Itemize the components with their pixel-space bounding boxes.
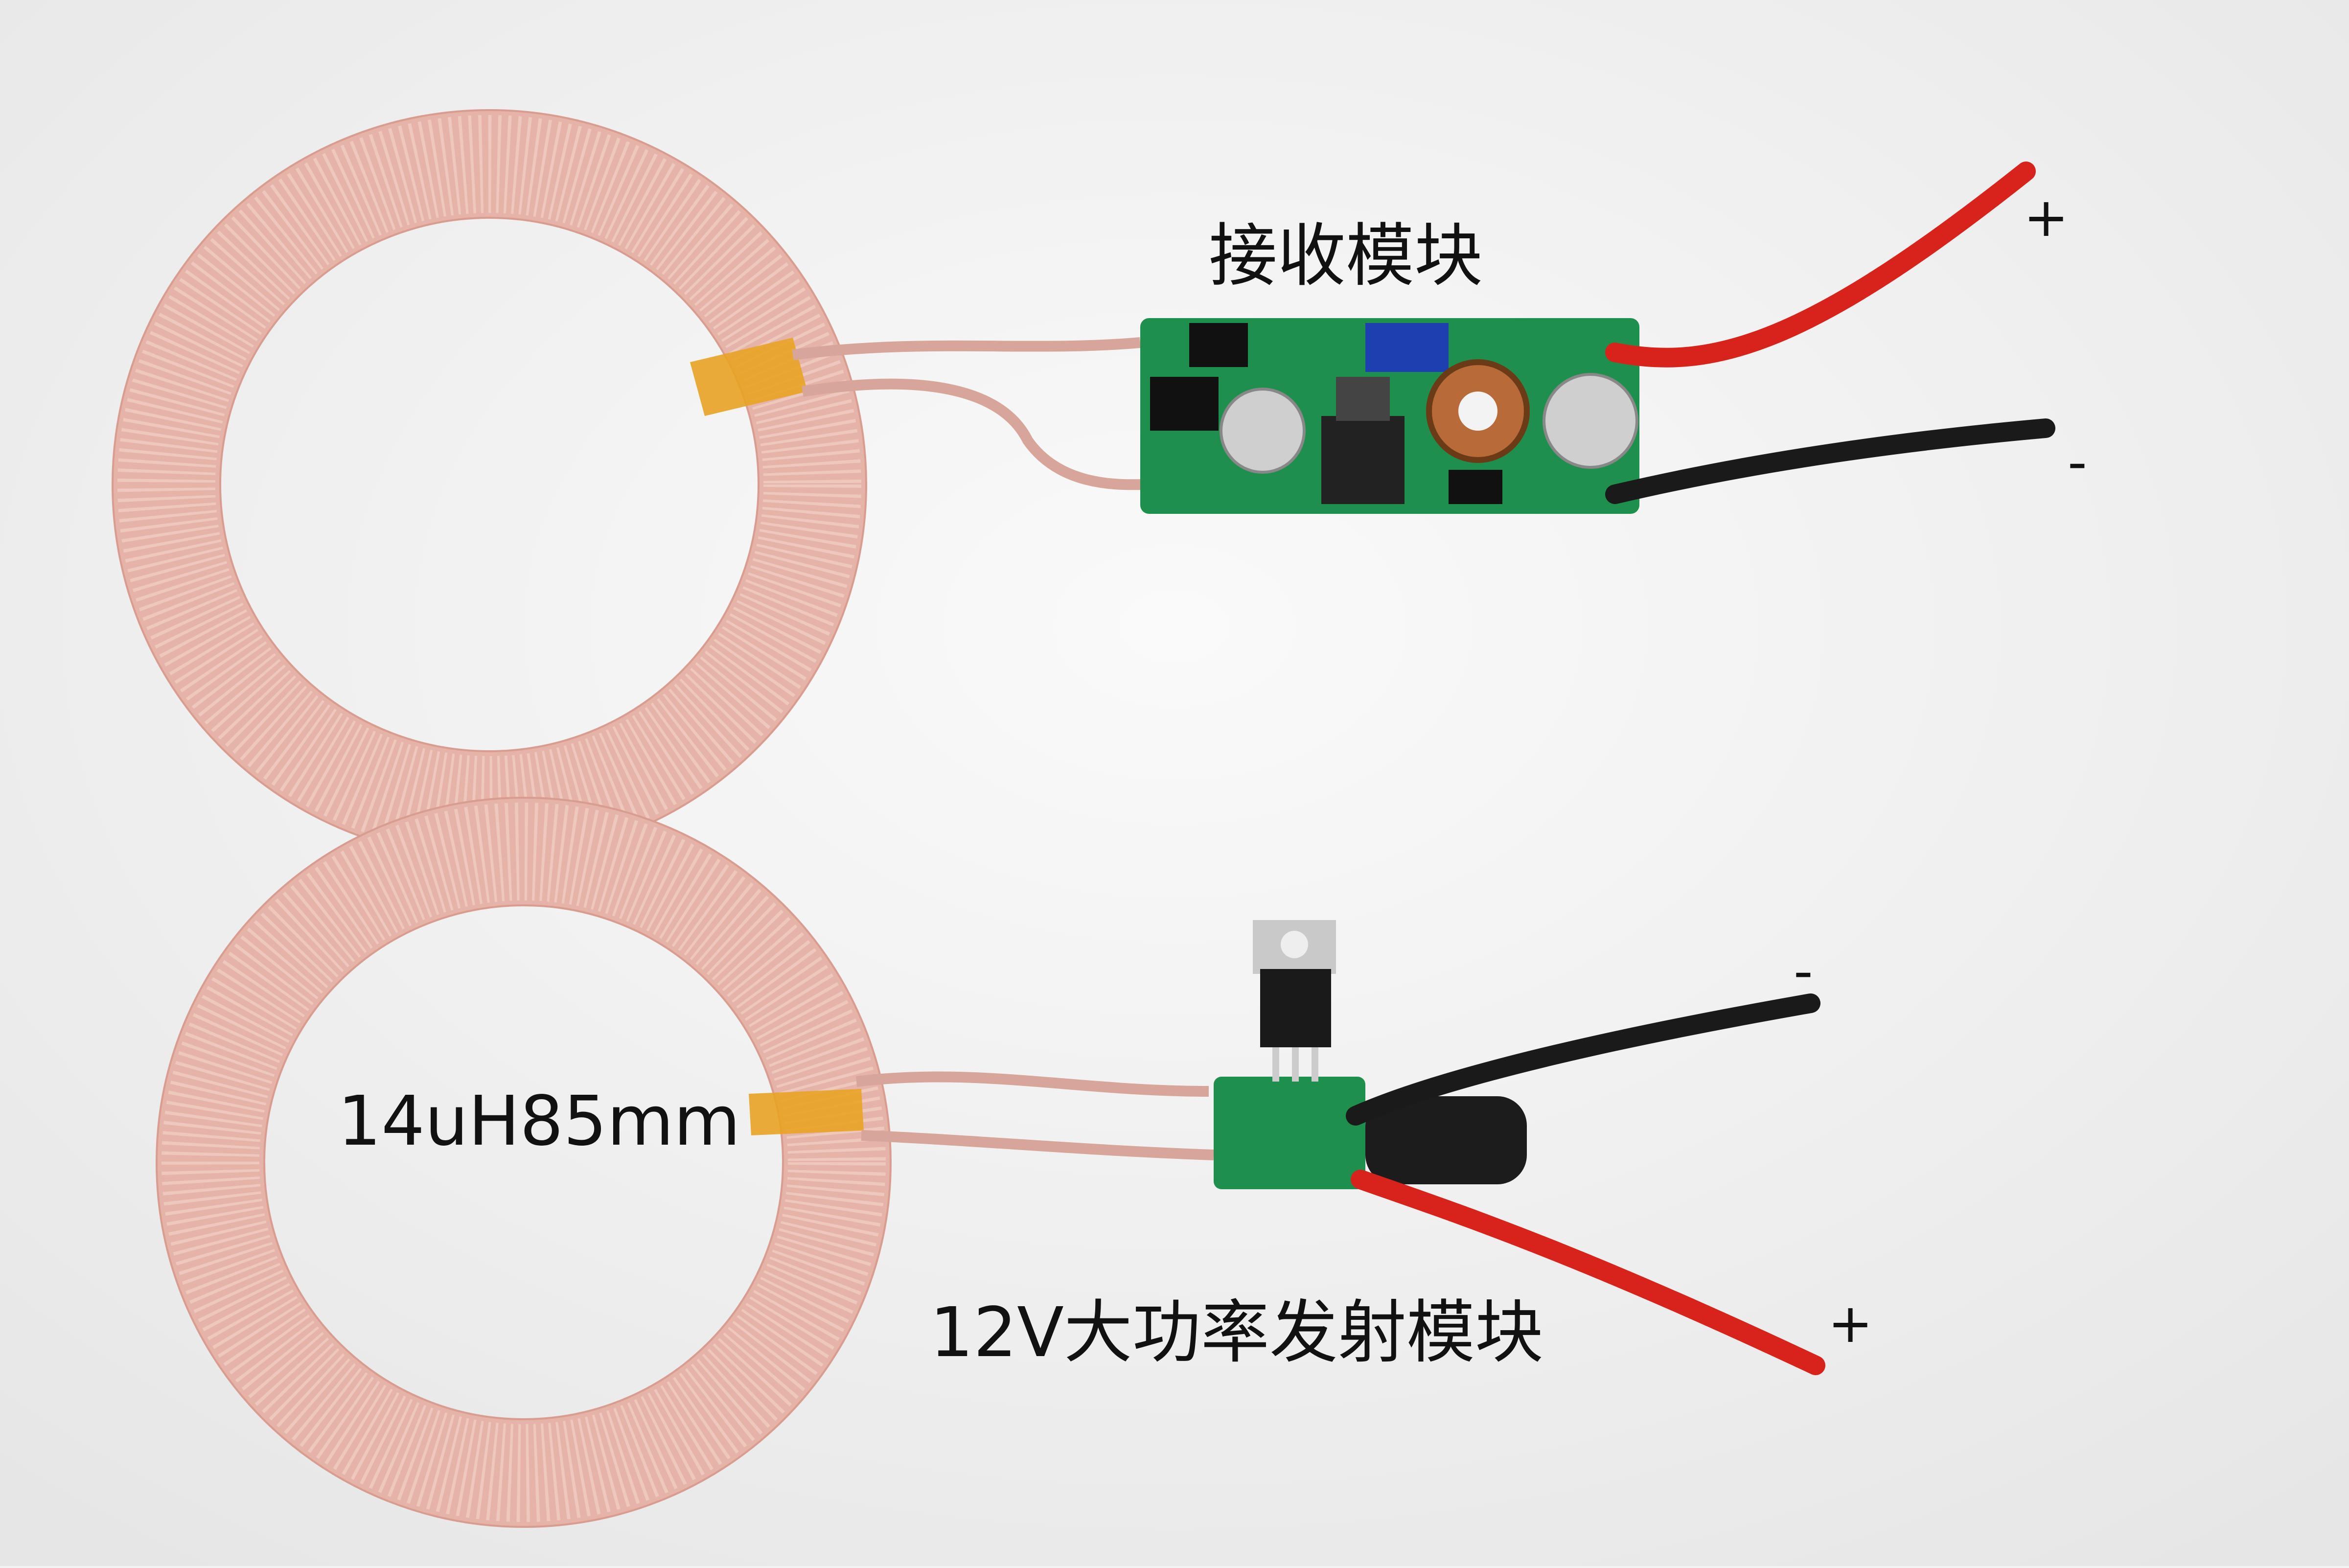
receiver-module-label: 接收模块 (1209, 216, 1483, 296)
receiver-lead-2 (802, 378, 1146, 490)
receiver-red-wire (1605, 161, 2036, 368)
receiver-black-wire (1605, 418, 2055, 504)
receiver-pcb (1140, 318, 1639, 514)
transmitter-pcb (1214, 920, 1527, 1189)
transmitter-plus-label: + (1828, 1292, 1873, 1355)
coil-spec-label: 14uH85mm (338, 1082, 741, 1161)
receiver-lead-1 (792, 337, 1141, 360)
receiver-minus-label: - (2068, 431, 2087, 493)
transmitter-coil-tape (749, 1089, 864, 1135)
transmitter-red-wire (1351, 1170, 1825, 1375)
transmitter-coil (156, 797, 892, 1528)
receiver-plus-label: + (2024, 186, 2069, 249)
transmitter-black-wire (1346, 993, 1820, 1126)
receiver-coil-tape (690, 338, 807, 416)
transmitter-lead-1 (855, 1071, 1209, 1097)
transmitter-module-label: 12V大功率发射模块 (930, 1293, 1543, 1373)
transmitter-lead-2 (861, 1130, 1214, 1160)
transmitter-minus-label: - (1794, 940, 1813, 1002)
